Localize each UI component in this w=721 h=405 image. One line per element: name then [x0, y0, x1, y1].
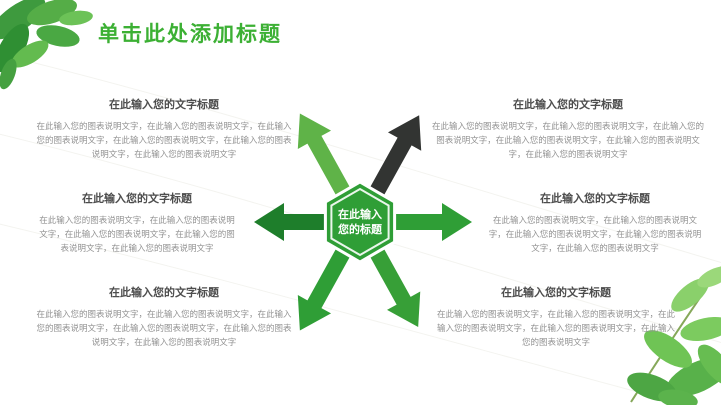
hexagon-inner-border — [330, 187, 390, 257]
text-block-bottom-left[interactable]: 在此输入您的文字标题 在此输入您的图表说明文字，在此输入您的图表说明文字，在此输… — [36, 284, 292, 349]
leaf-decoration-top-left — [0, 0, 93, 90]
arrow-left — [254, 203, 360, 241]
center-hexagon[interactable]: 在此输入 您的标题 — [323, 180, 397, 264]
block-title[interactable]: 在此输入您的文字标题 — [82, 193, 192, 205]
arrow-star-diagram[interactable]: 在此输入 您的标题 — [233, 88, 487, 356]
text-block-bottom-right[interactable]: 在此输入您的文字标题 在此输入您的图表说明文字，在此输入您的图表说明文字，在此输… — [436, 284, 676, 349]
text-block-middle-right[interactable]: 在此输入您的文字标题 在此输入您的图表说明文字，在此输入您的图表说明文字，在此输… — [486, 190, 704, 255]
text-block-middle-left[interactable]: 在此输入您的文字标题 在此输入您的图表说明文字，在此输入您的图表说明文字，在此输… — [36, 190, 238, 255]
block-title[interactable]: 在此输入您的文字标题 — [109, 287, 219, 299]
block-body[interactable]: 在此输入您的图表说明文字，在此输入您的图表说明文字，在此输入您的图表说明文字，在… — [488, 215, 702, 254]
block-title[interactable]: 在此输入您的文字标题 — [501, 287, 611, 299]
hexagon-title-line1[interactable]: 在此输入 — [338, 207, 382, 221]
block-body[interactable]: 在此输入您的图表说明文字，在此输入您的图表说明文字，在此输入您的图表说明文字，在… — [36, 121, 292, 160]
block-body[interactable]: 在此输入您的图表说明文字，在此输入您的图表说明文字，在此输入您的图表说明文字，在… — [39, 215, 235, 254]
block-title[interactable]: 在此输入您的文字标题 — [513, 99, 623, 111]
block-body[interactable]: 在此输入您的图表说明文字，在此输入您的图表说明文字，在此输入您的图表说明文字，在… — [36, 309, 292, 348]
leaf-decoration-bottom-right — [627, 266, 721, 405]
slide-title[interactable]: 单击此处添加标题 — [98, 23, 282, 46]
block-body[interactable]: 在此输入您的图表说明文字，在此输入您的图表说明文字，在此输入您的图表说明文字，在… — [432, 121, 705, 160]
text-block-top-left[interactable]: 在此输入您的文字标题 在此输入您的图表说明文字，在此输入您的图表说明文字，在此输… — [36, 96, 292, 161]
text-block-top-right[interactable]: 在此输入您的文字标题 在此输入您的图表说明文字，在此输入您的图表说明文字，在此输… — [432, 96, 704, 161]
block-title[interactable]: 在此输入您的文字标题 — [540, 193, 650, 205]
hexagon-shape[interactable] — [323, 180, 397, 264]
hexagon-title-line2[interactable]: 您的标题 — [338, 222, 383, 236]
arrow-right — [360, 203, 472, 241]
block-title[interactable]: 在此输入您的文字标题 — [109, 99, 219, 111]
block-body[interactable]: 在此输入您的图表说明文字，在此输入您的图表说明文字，在此输入您的图表说明文字，在… — [436, 309, 675, 348]
